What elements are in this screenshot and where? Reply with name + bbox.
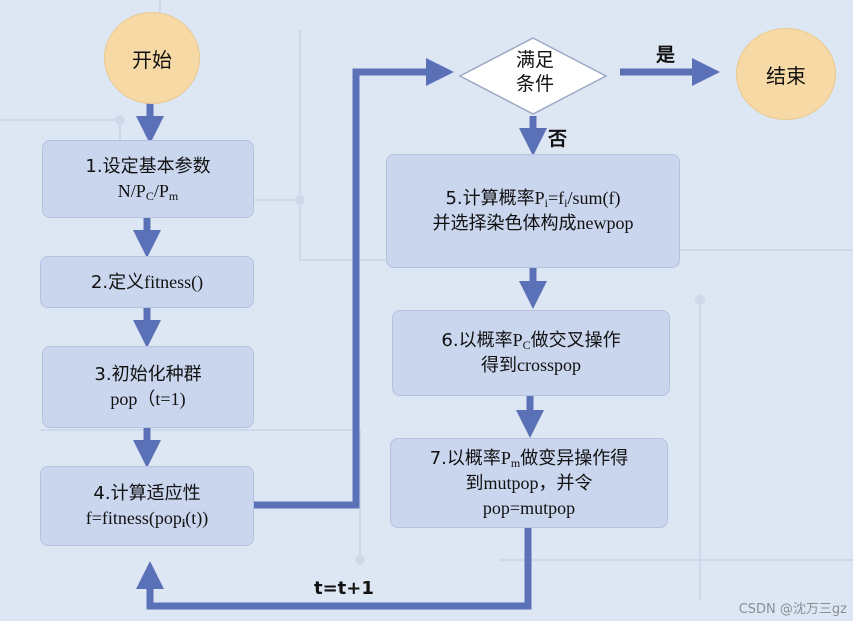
step1-box: 1.设定基本参数 N/PC/Pm — [42, 140, 254, 218]
step7-line2: 到mutpop，并令 — [465, 473, 593, 494]
step5-line1: 5.计算概率Pi=fi/sum(f) — [445, 188, 621, 210]
step5-box: 5.计算概率Pi=fi/sum(f) 并选择染色体构成newpop — [386, 154, 680, 268]
edge-label-loop: t=t+1 — [314, 578, 374, 599]
step5-line2: 并选择染色体构成newpop — [432, 213, 634, 234]
step6-line2: 得到crosspop — [481, 355, 581, 376]
start-node: 开始 — [104, 12, 200, 104]
step6-box: 6.以概率PC做交叉操作 得到crosspop — [392, 310, 670, 396]
step4-box: 4.计算适应性 f=fitness(popi(t)) — [40, 466, 254, 546]
arrow-step4-to-decision — [254, 58, 454, 509]
decision-label: 满足 条件 — [490, 48, 580, 96]
end-node: 结束 — [736, 28, 836, 120]
decision-label-line2: 条件 — [515, 73, 554, 95]
step1-title: 1.设定基本参数 — [85, 156, 211, 177]
decision-diamond — [458, 37, 608, 115]
step4-formula: f=fitness(popi(t)) — [85, 508, 209, 530]
edge-label-yes: 是 — [656, 44, 676, 66]
start-label: 开始 — [132, 47, 172, 72]
decision-label-line1: 满足 — [515, 49, 554, 71]
step3-box: 3.初始化种群 pop（t=1) — [42, 346, 254, 428]
watermark: CSDN @沈万三gz — [738, 602, 847, 617]
edge-label-no: 否 — [548, 128, 568, 150]
end-label: 结束 — [766, 63, 806, 88]
step2-title: 2.定义fitness() — [90, 271, 204, 293]
step4-title: 4.计算适应性 — [93, 483, 201, 504]
step1-formula: N/PC/Pm — [117, 181, 179, 203]
arrow-loop-back — [136, 528, 532, 610]
step7-line1: 7.以概率Pm做变异操作得 — [429, 448, 629, 470]
step7-box: 7.以概率Pm做变异操作得 到mutpop，并令 pop=mutpop — [390, 438, 668, 528]
step3-formula: pop（t=1) — [110, 389, 186, 409]
step6-line1: 6.以概率PC做交叉操作 — [441, 330, 621, 352]
step7-line3: pop=mutpop — [482, 498, 576, 518]
step3-title: 3.初始化种群 — [94, 364, 202, 385]
step2-box: 2.定义fitness() — [40, 256, 254, 308]
